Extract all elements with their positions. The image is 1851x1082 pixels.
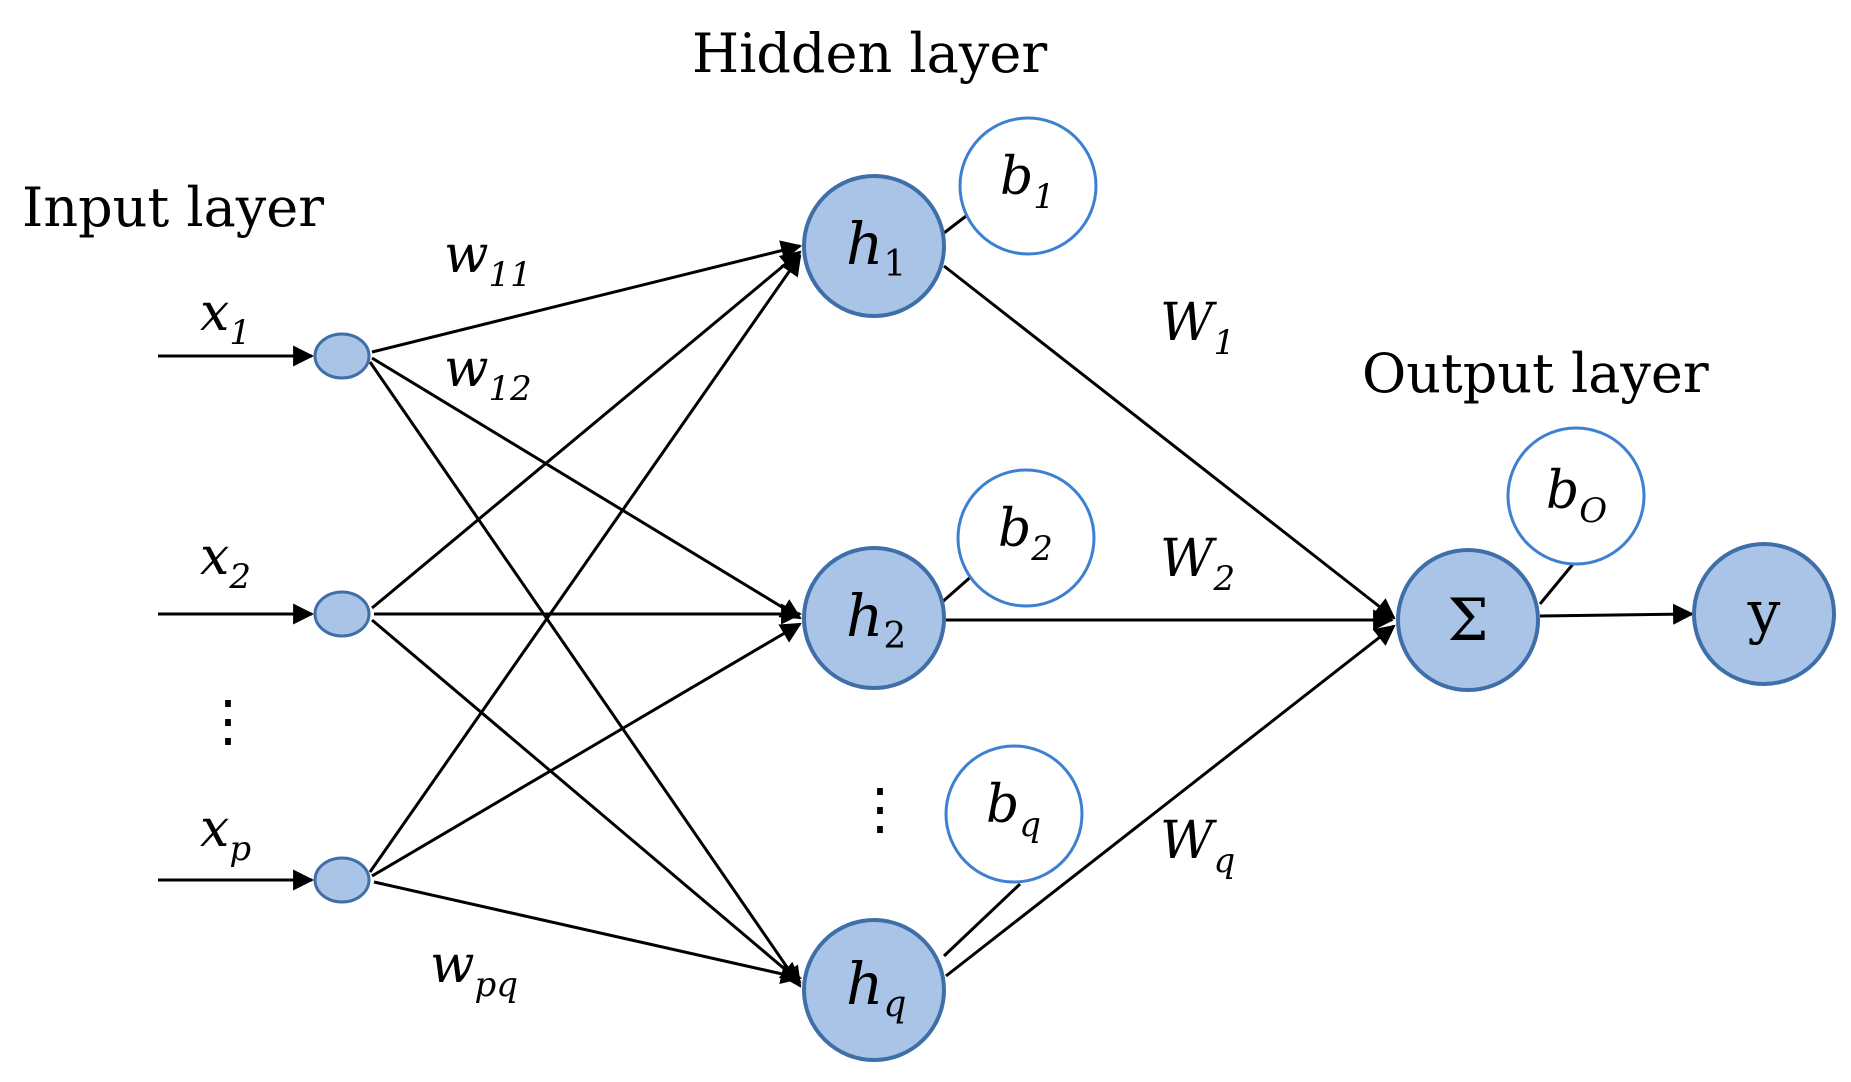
hidden-label-q: hq bbox=[846, 950, 906, 1025]
bias-node-1 bbox=[958, 116, 1098, 256]
hidden-node-2 bbox=[802, 546, 946, 690]
hidden-label-1: h1 bbox=[846, 210, 906, 285]
bias-connector-q bbox=[942, 882, 1022, 958]
bias-label-2: b2 bbox=[998, 499, 1053, 569]
bias-nodes bbox=[944, 116, 1646, 884]
hidden-layer-title: Hidden layer bbox=[692, 22, 1047, 85]
edge-sum-y bbox=[1539, 603, 1695, 625]
input-node-2 bbox=[313, 590, 371, 638]
bias-label-q: bq bbox=[986, 775, 1041, 845]
input-layer-title: Input layer bbox=[22, 176, 324, 239]
weight-label-wpq: wpq bbox=[430, 935, 518, 1005]
output-label: y bbox=[1747, 578, 1781, 646]
hidden-node-1 bbox=[802, 174, 946, 318]
edge-x1-h1 bbox=[371, 240, 803, 354]
output-node bbox=[1692, 542, 1836, 686]
hidden-output-connections bbox=[943, 264, 1695, 978]
weight-label-W1: W1 bbox=[1160, 293, 1235, 363]
hidden-node-q bbox=[802, 918, 946, 1062]
weight-label-w12: w12 bbox=[444, 339, 532, 409]
input-ellipsis: ⋮ bbox=[200, 689, 256, 754]
edge-x1-h2 bbox=[371, 356, 802, 620]
hidden-label-2: h2 bbox=[846, 582, 906, 657]
output-layer-title: Output layer bbox=[1362, 342, 1709, 405]
sum-node bbox=[1396, 548, 1540, 692]
edge-h1-sum bbox=[943, 264, 1396, 620]
bias-node-2 bbox=[956, 468, 1096, 608]
input-nodes bbox=[313, 332, 371, 904]
weight-label-Wq: Wq bbox=[1160, 811, 1235, 881]
input-arrows bbox=[158, 345, 315, 891]
edge-x1-hq bbox=[368, 361, 802, 988]
edge-xp-hq bbox=[373, 880, 803, 985]
input-label-2: x2 bbox=[200, 527, 251, 597]
edge-xp-h1 bbox=[368, 254, 802, 873]
bias-connector-2 bbox=[939, 572, 975, 606]
hidden-ellipsis: ⋮ bbox=[852, 777, 908, 842]
weight-label-W2: W2 bbox=[1160, 529, 1235, 599]
hidden-nodes bbox=[802, 174, 946, 1062]
input-hidden-connections bbox=[368, 240, 803, 988]
edge-hq-sum bbox=[945, 624, 1396, 978]
edge-x2-hq bbox=[371, 618, 802, 984]
weight-label-w11: w11 bbox=[444, 225, 532, 295]
input-label-1: x1 bbox=[200, 283, 251, 353]
bias-node-o bbox=[1506, 426, 1646, 566]
edge-x2-h1 bbox=[371, 250, 802, 610]
bias-label-1: b1 bbox=[1000, 147, 1055, 217]
input-node-1 bbox=[313, 332, 371, 380]
bias-label-o: bO bbox=[1546, 461, 1607, 531]
bias-connector-o bbox=[1538, 557, 1580, 605]
edge-xp-h2 bbox=[371, 622, 802, 878]
input-node-p bbox=[313, 856, 371, 904]
sum-symbol: Σ bbox=[1447, 586, 1488, 654]
input-label-p: xp bbox=[200, 799, 251, 869]
bias-node-q bbox=[944, 744, 1084, 884]
